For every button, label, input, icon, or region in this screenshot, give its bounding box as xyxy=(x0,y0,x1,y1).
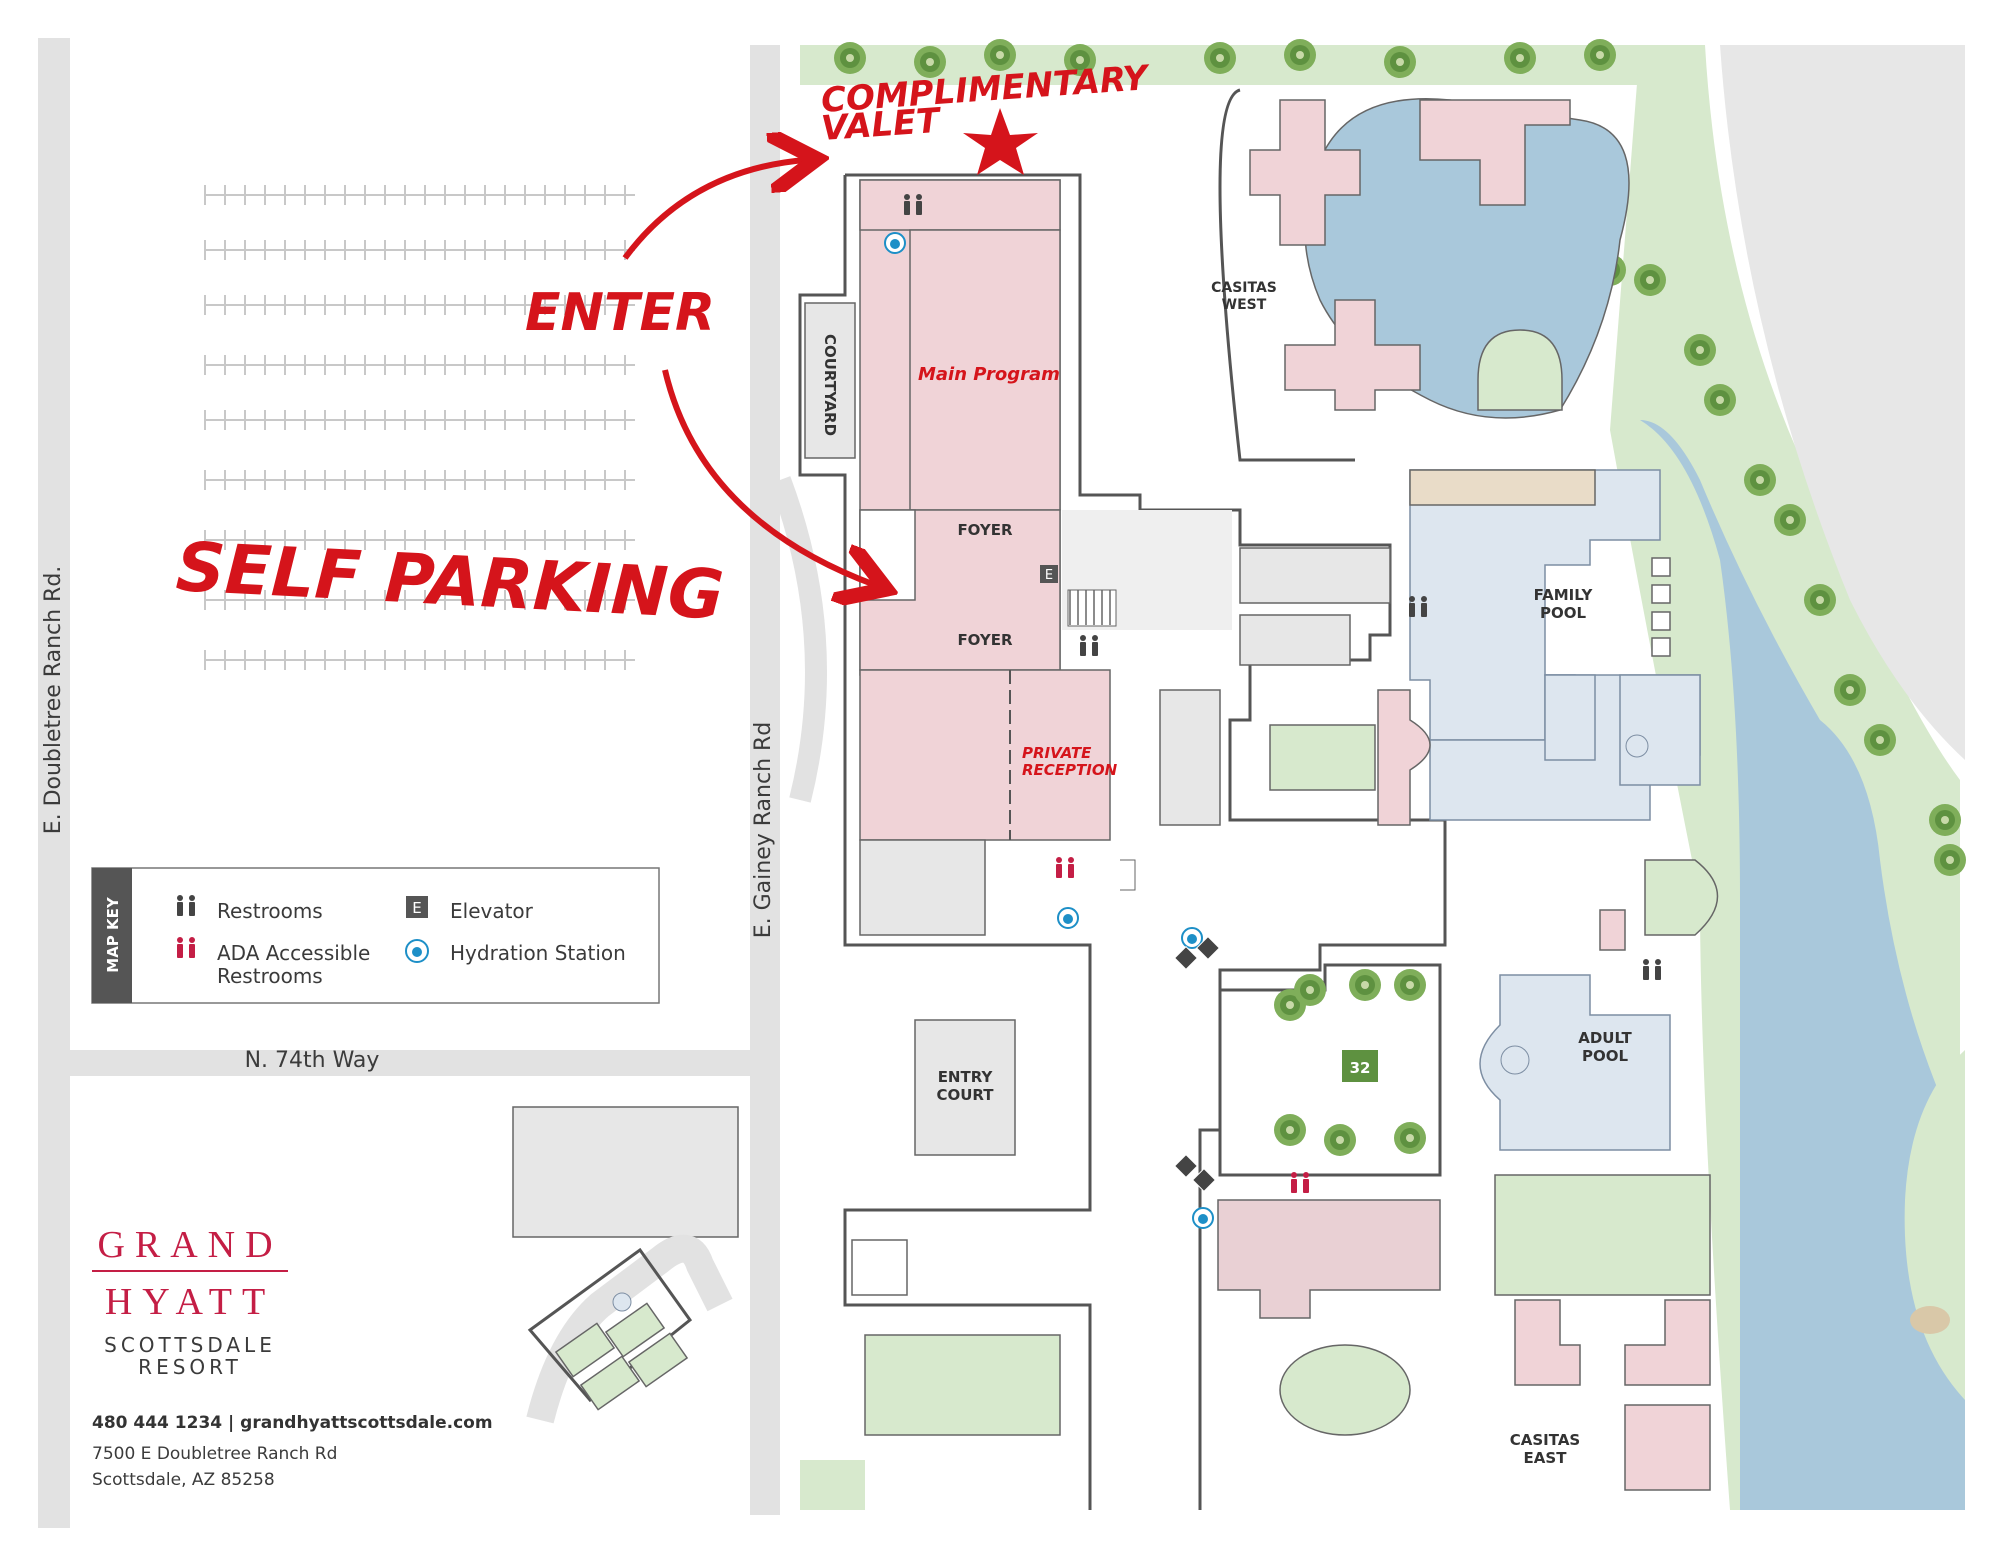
arrow-to-valet xyxy=(622,160,805,260)
family-pool-label-1: FAMILY xyxy=(1534,586,1594,604)
private-reception-room xyxy=(859,669,1111,841)
private-reception-annotation-2: RECEPTION xyxy=(1022,761,1118,779)
casitas-west-label-1: CASITAS xyxy=(1211,280,1277,296)
arrow-to-foyer xyxy=(662,369,875,585)
lot-32-label: 32 xyxy=(1350,1059,1371,1077)
key-restrooms-label: Restrooms xyxy=(217,899,323,923)
parking-lot xyxy=(204,185,636,671)
valet-annotation-2: VALET xyxy=(820,101,944,149)
star-icon xyxy=(963,108,1038,175)
doubletree-street-label: E. Doubletree Ranch Rd. xyxy=(41,566,66,835)
address-line-1: 7500 E Doubletree Ranch Rd xyxy=(92,1444,337,1464)
brand-logo: GRAND HYATT SCOTTSDALE RESORT xyxy=(92,1224,288,1379)
key-ada-label-2: Restrooms xyxy=(217,964,323,988)
key-elevator-label: Elevator xyxy=(450,899,534,923)
family-pool-label-2: POOL xyxy=(1540,604,1586,622)
74th-way-street-label: N. 74th Way xyxy=(245,1048,380,1073)
restroom-icon-foyer xyxy=(1080,635,1098,656)
key-ada-label-1: ADA Accessible xyxy=(217,941,370,965)
casitas-east-label-2: EAST xyxy=(1524,1449,1568,1467)
svg-text:RESORT: RESORT xyxy=(138,1355,242,1379)
enter-annotation: ENTER xyxy=(525,283,715,343)
key-elevator-icon xyxy=(406,896,428,918)
contact-info: 480 444 1234 | grandhyattscottsdale.com xyxy=(92,1413,493,1433)
key-hydration-label: Hydration Station xyxy=(450,941,626,965)
stairs xyxy=(1069,590,1111,625)
foyer-top-label: FOYER xyxy=(957,521,1013,539)
hydration-station-icon xyxy=(884,232,1214,1229)
foyer-bottom-label: FOYER xyxy=(957,631,1013,649)
elevator-letter: E xyxy=(1045,568,1053,583)
self-parking-annotation: SELF PARKING xyxy=(174,528,726,636)
casitas-east-label-1: CASITAS xyxy=(1510,1431,1580,1449)
map-key: MAP KEY Restrooms E Elevator ADA Accessi… xyxy=(91,867,660,1004)
courtyard-label: COURTYARD xyxy=(821,334,839,436)
entry-court-label-2: COURT xyxy=(936,1086,994,1104)
lot-32-badge xyxy=(1342,1050,1378,1082)
adult-pool-label-2: POOL xyxy=(1582,1047,1628,1065)
gainey-road xyxy=(750,45,780,1515)
casitas-west-label-2: WEST xyxy=(1222,297,1267,313)
doubletree-road xyxy=(38,38,70,1528)
map-key-title: MAP KEY xyxy=(104,896,122,973)
74th-way-road xyxy=(70,1050,760,1076)
address-line-2: Scottsdale, AZ 85258 xyxy=(92,1470,275,1490)
svg-text:E: E xyxy=(412,899,421,917)
svg-text:GRAND: GRAND xyxy=(97,1224,282,1266)
private-reception-annotation-1: PRIVATE xyxy=(1022,744,1092,762)
gainey-street-label: E. Gainey Ranch Rd xyxy=(751,722,776,939)
entry-court-label-1: ENTRY xyxy=(938,1068,994,1086)
elevator-icon xyxy=(1040,565,1058,583)
main-program-annotation: Main Program xyxy=(918,364,1060,385)
svg-text:HYATT: HYATT xyxy=(105,1281,275,1323)
ada-restroom-icon xyxy=(1056,857,1074,878)
svg-text:SCOTTSDALE: SCOTTSDALE xyxy=(104,1333,276,1357)
lake xyxy=(1640,420,1965,1510)
adult-pool-label-1: ADULT xyxy=(1578,1029,1632,1047)
